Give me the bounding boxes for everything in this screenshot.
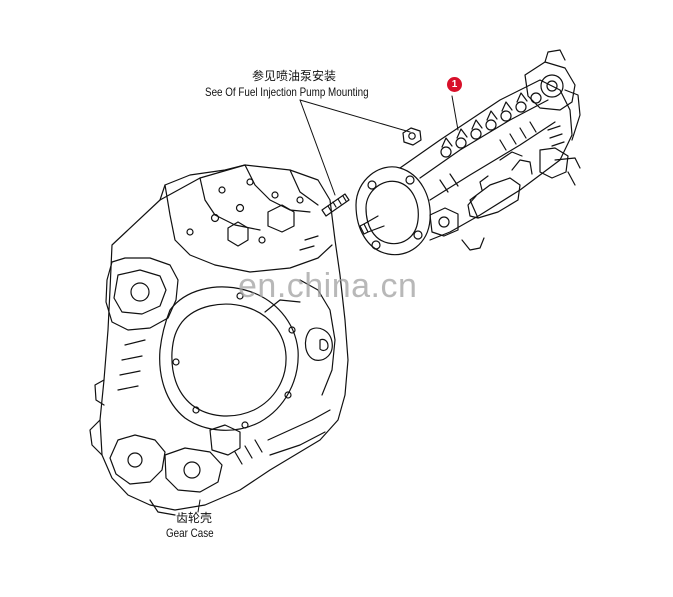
leader-lines <box>197 95 459 513</box>
watermark-text: en.china.cn <box>238 266 418 305</box>
fuel-injection-pump <box>355 49 581 256</box>
pump-mounting-label-cn: 参见喷油泵安装 <box>252 69 337 83</box>
gear-case-label-cn: 齿轮壳 <box>176 511 213 525</box>
watermark: en.china.cn <box>110 266 417 306</box>
hex-nut <box>402 127 422 146</box>
part-callout-1: 1 <box>447 77 462 92</box>
part-callout-number: 1 <box>451 79 458 90</box>
gear-case-label-en: Gear Case <box>166 526 214 540</box>
engine-block <box>89 164 349 516</box>
stud-bolt <box>321 193 350 217</box>
pump-mounting-label-en: See Of Fuel Injection Pump Mounting <box>205 85 369 99</box>
